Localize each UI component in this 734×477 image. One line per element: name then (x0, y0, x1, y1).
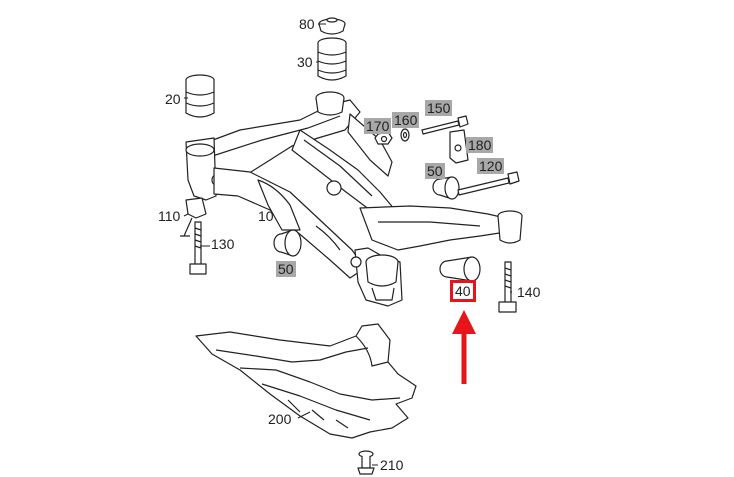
part-180-bracket (449, 129, 469, 164)
part-30-bushing (317, 37, 347, 81)
part-110-bracket (180, 197, 207, 237)
part-150-bolt (421, 115, 469, 135)
callout-50-upper: 50 (425, 163, 445, 179)
callout-170: 170 (364, 118, 392, 134)
callout-10: 10 (258, 208, 274, 224)
part-200-shield (195, 323, 417, 439)
part-10-subframe (185, 91, 523, 307)
callout-20: 20 (165, 91, 181, 107)
callout-180: 180 (466, 137, 494, 153)
part-50-bushing-lower (273, 229, 302, 257)
callout-30: 30 (297, 54, 313, 70)
callout-40-highlighted: 40 (450, 280, 476, 302)
part-140-bolt (498, 261, 517, 313)
part-210-clip (357, 450, 375, 475)
callout-80: 80 (299, 16, 315, 32)
part-130-bolt (189, 221, 207, 275)
part-120-bolt (457, 171, 520, 196)
part-20-bushing (185, 74, 215, 118)
part-160-washer (400, 128, 410, 142)
callout-140: 140 (517, 284, 541, 300)
part-40-bushing (439, 256, 481, 282)
callout-120: 120 (477, 158, 505, 174)
callout-130: 130 (211, 236, 235, 252)
callout-50-lower: 50 (276, 261, 296, 277)
callout-160: 160 (392, 112, 420, 128)
callout-150: 150 (425, 100, 453, 116)
leader-lines (183, 23, 512, 466)
part-50-bushing-upper (432, 176, 460, 200)
highlight-arrow (452, 310, 476, 384)
part-80-cap (318, 17, 346, 35)
callout-210: 210 (380, 457, 404, 473)
callout-110: 110 (158, 208, 181, 224)
callout-200: 200 (268, 411, 292, 427)
